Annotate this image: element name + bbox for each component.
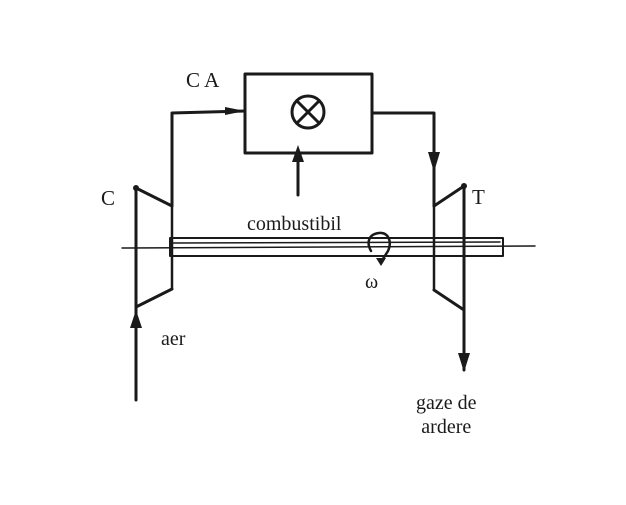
turbine-pivot-dot	[461, 183, 467, 189]
shaft-inner-line	[171, 241, 501, 244]
rotation-arrow-icon	[367, 231, 391, 264]
compressor-outline	[134, 186, 174, 309]
flow-arrow-icon	[428, 152, 440, 172]
gas-pipe-to-turbine	[370, 111, 436, 208]
exhaust-gas-label-line1: gaze de	[416, 392, 477, 414]
burner-cross-circle-icon	[290, 94, 326, 130]
exhaust-gas-label-line2: ardere	[421, 416, 472, 438]
exhaust-gas-label: gaze de ardere	[416, 391, 477, 439]
flow-arrow-icon	[458, 353, 470, 372]
air-pipe-to-chamber	[170, 109, 247, 208]
combustion-chamber-label: C A	[186, 68, 220, 92]
compressor-label: C	[101, 186, 116, 210]
flow-arrow-icon	[130, 310, 142, 328]
angular-velocity-label: ω	[365, 271, 379, 293]
compressor-pivot-dot	[133, 185, 139, 191]
shaft-axis-line	[121, 245, 536, 249]
air-label: aer	[161, 328, 186, 350]
flow-arrow-icon	[376, 258, 386, 266]
flow-arrow-icon	[292, 145, 304, 162]
turbine-label: T	[472, 185, 485, 209]
shaft	[169, 237, 504, 257]
fuel-label: combustibil	[247, 213, 342, 235]
flow-arrow-icon	[225, 107, 245, 115]
turbine-outline	[432, 184, 466, 312]
